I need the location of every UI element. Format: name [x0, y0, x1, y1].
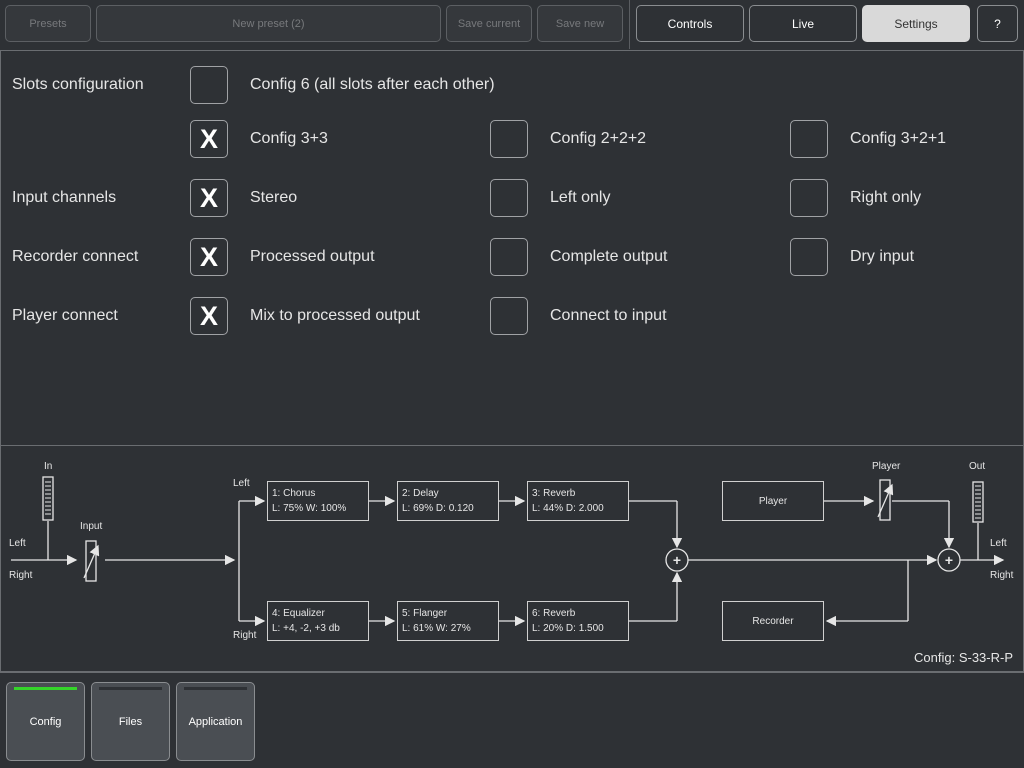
config-6-label: Config 6 (all slots after each other) — [250, 76, 495, 93]
tab-indicator — [184, 687, 247, 690]
processed-output-checkbox[interactable]: X — [190, 238, 228, 276]
slot-2-delay[interactable]: 2: Delay L: 69% D: 0.120 — [397, 481, 499, 521]
slot-title: 4: Equalizer — [272, 608, 325, 619]
slot-4-equalizer[interactable]: 4: Equalizer L: +4, -2, +3 db — [267, 601, 369, 641]
left-out-label: Left — [990, 538, 1007, 549]
slot-title: 6: Reverb — [532, 608, 576, 619]
config-3-3-checkbox[interactable]: X — [190, 120, 228, 158]
slots-configuration-label: Slots configuration — [12, 76, 144, 93]
player-fader-label: Player — [872, 461, 901, 472]
tab-application[interactable]: Application — [176, 682, 255, 761]
mix-to-processed-label: Mix to processed output — [250, 307, 420, 324]
complete-output-label: Complete output — [550, 248, 668, 265]
tab-label: Application — [188, 715, 243, 728]
plus-icon: + — [944, 552, 954, 568]
slot-params: L: 20% D: 1.500 — [532, 623, 604, 634]
live-button[interactable]: Live — [749, 5, 857, 42]
stereo-checkbox[interactable]: X — [190, 179, 228, 217]
signal-flow-lines — [11, 476, 1005, 627]
right-out-label: Right — [990, 570, 1014, 581]
left-only-label: Left only — [550, 189, 611, 206]
slot-title: 2: Delay — [402, 488, 439, 499]
slot-3-reverb[interactable]: 3: Reverb L: 44% D: 2.000 — [527, 481, 629, 521]
tab-config[interactable]: Config — [6, 682, 85, 761]
toolbar-divider — [629, 0, 630, 49]
config-2-2-2-checkbox[interactable] — [490, 120, 528, 158]
config-6-checkbox[interactable] — [190, 66, 228, 104]
slot-params: L: 44% D: 2.000 — [532, 503, 604, 514]
tab-label: Config — [29, 715, 62, 728]
slot-5-flanger[interactable]: 5: Flanger L: 61% W: 27% — [397, 601, 499, 641]
input-fader-icon — [85, 540, 97, 582]
in-label: In — [44, 461, 53, 472]
preset-name-button[interactable]: New preset (2) — [96, 5, 441, 42]
dry-input-checkbox[interactable] — [790, 238, 828, 276]
left-branch-label: Left — [233, 478, 250, 489]
slot-1-chorus[interactable]: 1: Chorus L: 75% W: 100% — [267, 481, 369, 521]
recorder-connect-label: Recorder connect — [12, 248, 139, 265]
top-toolbar: Presets New preset (2) Save current Save… — [0, 0, 1024, 49]
left-only-checkbox[interactable] — [490, 179, 528, 217]
player-fader-icon — [879, 479, 891, 521]
config-3-2-1-label: Config 3+2+1 — [850, 130, 947, 147]
controls-button[interactable]: Controls — [636, 5, 744, 42]
right-in-label: Right — [9, 570, 33, 581]
config-3-3-label: Config 3+3 — [250, 130, 328, 147]
in-level-meter — [42, 476, 54, 521]
complete-output-checkbox[interactable] — [490, 238, 528, 276]
left-in-label: Left — [9, 538, 26, 549]
slot-params: L: 75% W: 100% — [272, 503, 347, 514]
processed-output-label: Processed output — [250, 248, 375, 265]
config-code-label: Config: S-33-R-P — [914, 650, 1013, 665]
dry-input-label: Dry input — [850, 248, 915, 265]
slot-params: L: +4, -2, +3 db — [272, 623, 340, 634]
connect-to-input-label: Connect to input — [550, 307, 667, 324]
active-indicator — [14, 687, 77, 690]
out-level-meter — [972, 481, 984, 523]
save-new-button[interactable]: Save new — [537, 5, 623, 42]
right-only-label: Right only — [850, 189, 922, 206]
settings-panel: Slots configuration Config 6 (all slots … — [0, 50, 1024, 445]
input-channels-label: Input channels — [12, 189, 117, 206]
input-label: Input — [80, 521, 103, 532]
signal-flow-diagram: In Input Left Right Left Right Player Ou… — [0, 445, 1024, 672]
stereo-label: Stereo — [250, 189, 298, 206]
slot-title: 1: Chorus — [272, 488, 316, 499]
tab-indicator — [99, 687, 162, 690]
recorder-box[interactable]: Recorder — [722, 601, 824, 641]
player-connect-label: Player connect — [12, 307, 118, 324]
slot-6-reverb[interactable]: 6: Reverb L: 20% D: 1.500 — [527, 601, 629, 641]
slot-title: 3: Reverb — [532, 488, 576, 499]
presets-button[interactable]: Presets — [5, 5, 91, 42]
plus-icon: + — [672, 552, 682, 568]
config-2-2-2-label: Config 2+2+2 — [550, 130, 647, 147]
player-box[interactable]: Player — [722, 481, 824, 521]
tab-label: Files — [118, 715, 143, 728]
settings-button[interactable]: Settings — [862, 5, 970, 42]
right-branch-label: Right — [233, 630, 257, 641]
tab-files[interactable]: Files — [91, 682, 170, 761]
out-label: Out — [969, 461, 986, 472]
help-button[interactable]: ? — [977, 5, 1018, 42]
slot-title: 5: Flanger — [402, 608, 448, 619]
bottom-tab-bar: Config Files Application — [0, 672, 1024, 768]
mix-to-processed-checkbox[interactable]: X — [190, 297, 228, 335]
connect-to-input-checkbox[interactable] — [490, 297, 528, 335]
slot-params: L: 61% W: 27% — [402, 623, 471, 634]
save-current-button[interactable]: Save current — [446, 5, 532, 42]
right-only-checkbox[interactable] — [790, 179, 828, 217]
slot-params: L: 69% D: 0.120 — [402, 503, 474, 514]
config-3-2-1-checkbox[interactable] — [790, 120, 828, 158]
